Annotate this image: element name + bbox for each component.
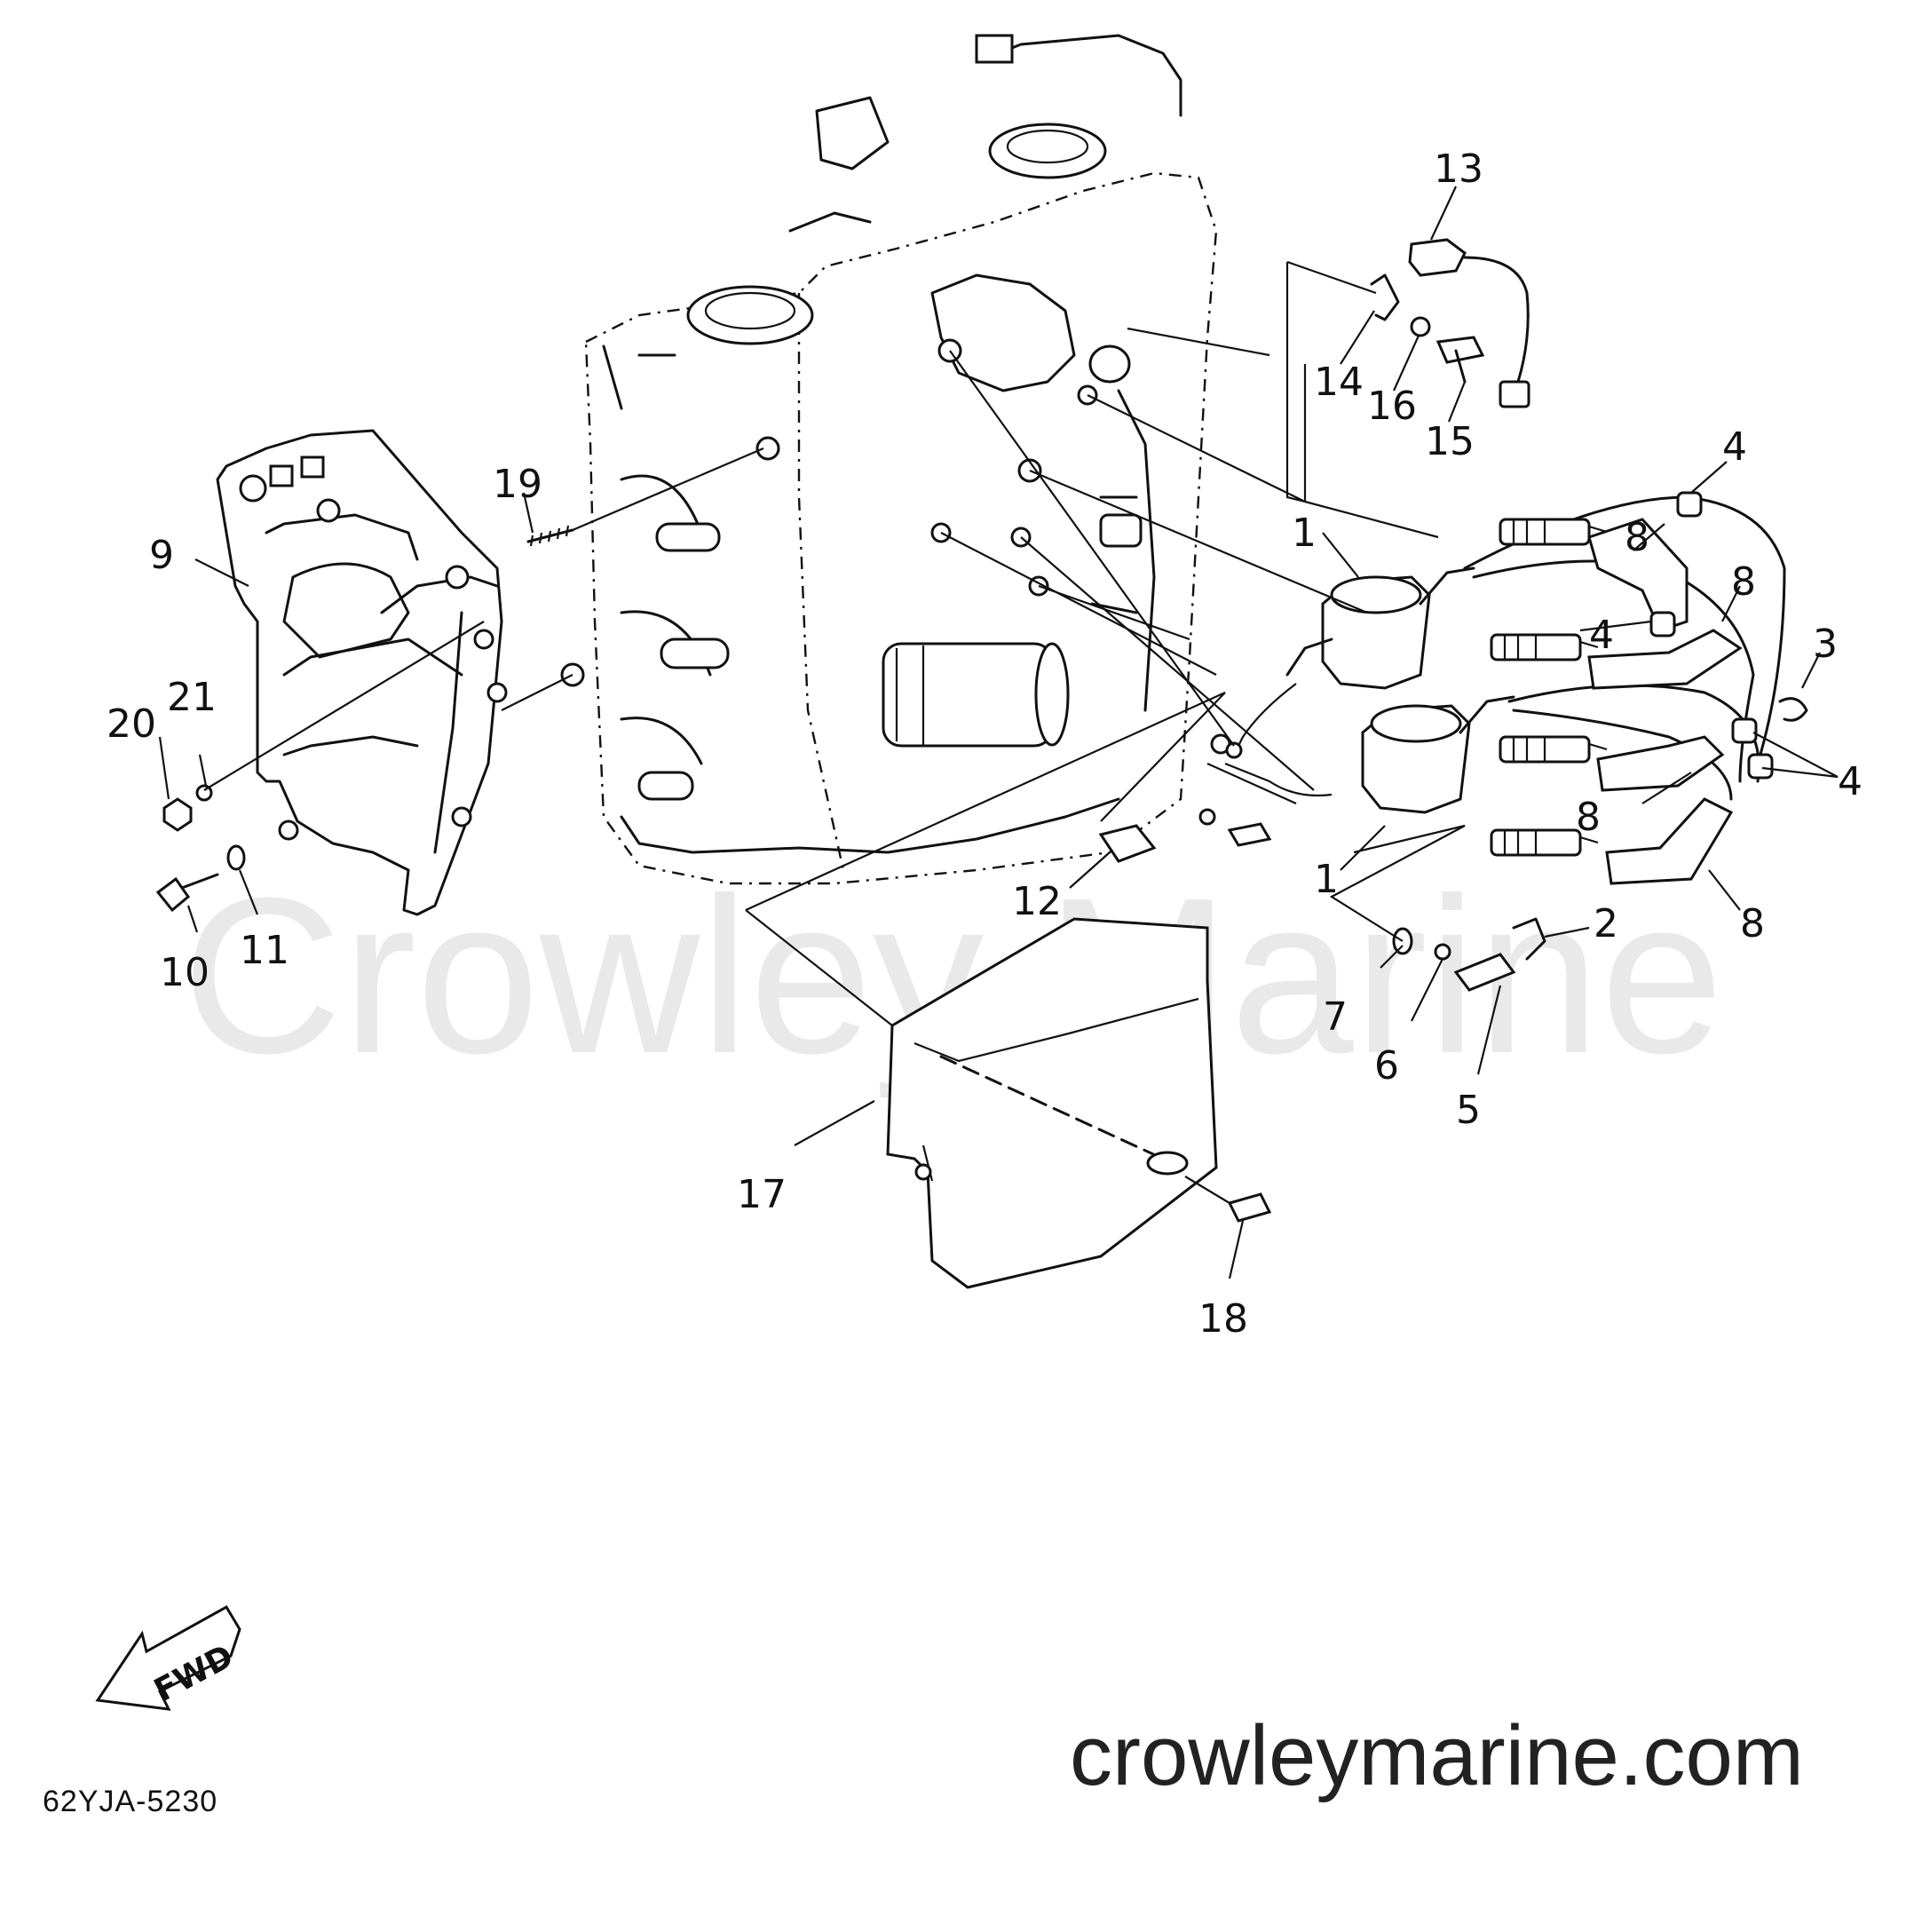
plug-caps: [1587, 518, 1743, 885]
ignition-coil-upper: [1285, 566, 1475, 690]
callout-8b: 8: [1731, 559, 1756, 605]
callout-16: 16: [1367, 384, 1417, 429]
spark-plugs: [1490, 518, 1608, 857]
callout-9: 9: [149, 533, 174, 578]
callout-12: 12: [1012, 879, 1062, 924]
engine-block: [560, 34, 1218, 885]
callout-5: 5: [1456, 1088, 1481, 1133]
callout-labels: 13 14 16 15 4 8 8 4 3 4 8 8 1 1 2 7 6 5 …: [107, 146, 1863, 1342]
callout-17: 17: [737, 1172, 787, 1217]
diagram-code: 62YJA-5230: [43, 1785, 218, 1818]
callout-18: 18: [1198, 1296, 1248, 1342]
callout-13: 13: [1434, 146, 1483, 192]
cover-part-17: [886, 917, 1218, 1289]
callout-7: 7: [1323, 994, 1348, 1040]
callout-8a: 8: [1625, 515, 1649, 560]
website-text: crowleymarine.com: [1070, 1708, 1804, 1803]
ignition-coil-lower: [1361, 695, 1515, 814]
callout-8c: 8: [1576, 795, 1601, 840]
fwd-arrow: FWD: [95, 1604, 241, 1711]
callout-6: 6: [1374, 1043, 1399, 1089]
grommets: [1649, 491, 1774, 780]
callout-3: 3: [1813, 622, 1838, 667]
callout-10: 10: [160, 950, 210, 995]
callout-4c: 4: [1838, 759, 1863, 804]
callout-11: 11: [240, 928, 289, 973]
callout-4a: 4: [1722, 424, 1747, 470]
callout-15: 15: [1425, 419, 1475, 464]
callout-21: 21: [167, 675, 217, 720]
callout-1a: 1: [1292, 511, 1317, 556]
callout-1b: 1: [1314, 857, 1339, 902]
callout-8d: 8: [1740, 901, 1765, 946]
callout-2: 2: [1594, 901, 1618, 946]
callout-4b: 4: [1589, 613, 1614, 658]
callout-19: 19: [493, 462, 542, 507]
leader-lines: [158, 186, 1839, 1279]
small-parts: [155, 238, 1808, 1223]
bracket-part-9: [216, 429, 508, 916]
callout-20: 20: [107, 701, 156, 747]
callout-14: 14: [1314, 360, 1364, 405]
